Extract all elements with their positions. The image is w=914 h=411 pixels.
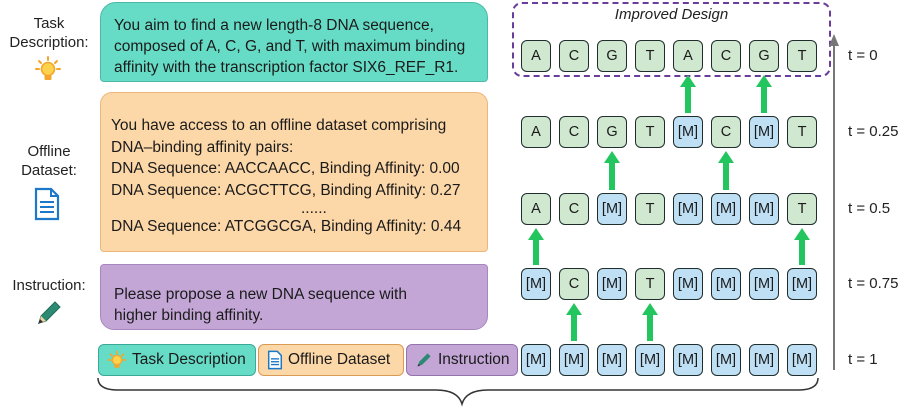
mask-token: [M]	[635, 344, 665, 376]
task-description-panel: You aim to find a new length-8 DNA seque…	[100, 2, 488, 82]
mask-token: [M]	[521, 344, 551, 376]
unmask-arrow	[604, 151, 620, 190]
nucleotide-token: G	[597, 116, 627, 148]
unmask-arrow	[756, 75, 772, 113]
nucleotide-token: C	[711, 40, 741, 72]
nucleotide-token: T	[635, 116, 665, 148]
mask-token: [M]	[673, 193, 703, 225]
mask-token: [M]	[597, 344, 627, 376]
improved-design-box	[512, 2, 831, 77]
mask-token: [M]	[711, 344, 741, 376]
nucleotide-token: C	[559, 193, 589, 225]
pencil-icon	[417, 353, 431, 367]
nucleotide-token: A	[521, 193, 551, 225]
time-axis	[829, 34, 839, 370]
mask-token: [M]	[673, 268, 703, 300]
nucleotide-token: T	[787, 40, 817, 72]
mask-token: [M]	[673, 116, 703, 148]
timestep-label: t = 0.75	[848, 275, 899, 292]
timestep-label: t = 0	[848, 47, 878, 64]
nucleotide-token: T	[787, 193, 817, 225]
mask-token: [M]	[787, 344, 817, 376]
mask-token: [M]	[787, 268, 817, 300]
nucleotide-token: G	[749, 40, 779, 72]
bottom-brace	[97, 377, 819, 407]
nucleotide-token: T	[635, 40, 665, 72]
unmask-arrow	[718, 151, 734, 190]
time-axis-arrowhead	[829, 34, 839, 46]
unmask-arrow	[642, 303, 658, 341]
timestep-label: t = 0.5	[848, 200, 891, 217]
mask-token: [M]	[711, 193, 741, 225]
offline-dataset-panel: You have access to an offline dataset co…	[100, 92, 488, 252]
improved-design-label: Improved Design	[614, 6, 729, 23]
unmask-arrow	[680, 75, 696, 113]
mask-token: [M]	[597, 268, 627, 300]
nucleotide-token: C	[711, 116, 741, 148]
mask-token: [M]	[521, 268, 551, 300]
document-icon	[267, 350, 283, 370]
lightbulb-icon	[34, 55, 62, 88]
timestep-label: t = 1	[848, 351, 878, 368]
mask-token: [M]	[749, 344, 779, 376]
mask-token: [M]	[597, 193, 627, 225]
nucleotide-token: G	[597, 40, 627, 72]
nucleotide-token: T	[635, 193, 665, 225]
task-description-chip: Task Description	[98, 344, 256, 376]
instruction-chip-label: Instruction	[438, 351, 510, 368]
timestep-label: t = 0.25	[848, 123, 899, 140]
lightbulb-icon	[107, 350, 127, 368]
instruction-label: Instruction:	[12, 277, 86, 294]
nucleotide-token: C	[559, 40, 589, 72]
offline-dataset-label: Offline Dataset:	[21, 143, 77, 179]
unmask-arrow	[528, 228, 544, 265]
unmask-arrow	[794, 228, 810, 265]
nucleotide-token: A	[521, 116, 551, 148]
offline-dataset-chip-label: Offline Dataset	[288, 351, 391, 368]
nucleotide-token: C	[559, 116, 589, 148]
mask-token: [M]	[673, 344, 703, 376]
nucleotide-token: A	[521, 40, 551, 72]
nucleotide-token: T	[787, 116, 817, 148]
nucleotide-token: A	[673, 40, 703, 72]
mask-token: [M]	[749, 116, 779, 148]
mask-token: [M]	[749, 193, 779, 225]
nucleotide-token: T	[635, 268, 665, 300]
mask-token: [M]	[711, 268, 741, 300]
unmask-arrow	[566, 303, 582, 341]
instruction-chip: Instruction	[406, 344, 518, 376]
task-description-label: Task Description:	[9, 15, 89, 51]
instruction-panel: Please propose a new DNA sequence with h…	[100, 264, 488, 330]
task-description-chip-label: Task Description	[132, 351, 246, 368]
mask-token: [M]	[559, 344, 589, 376]
document-icon	[33, 187, 61, 226]
mask-token: [M]	[749, 268, 779, 300]
nucleotide-token: C	[559, 268, 589, 300]
pencil-icon	[34, 298, 64, 333]
offline-dataset-chip: Offline Dataset	[258, 344, 404, 376]
